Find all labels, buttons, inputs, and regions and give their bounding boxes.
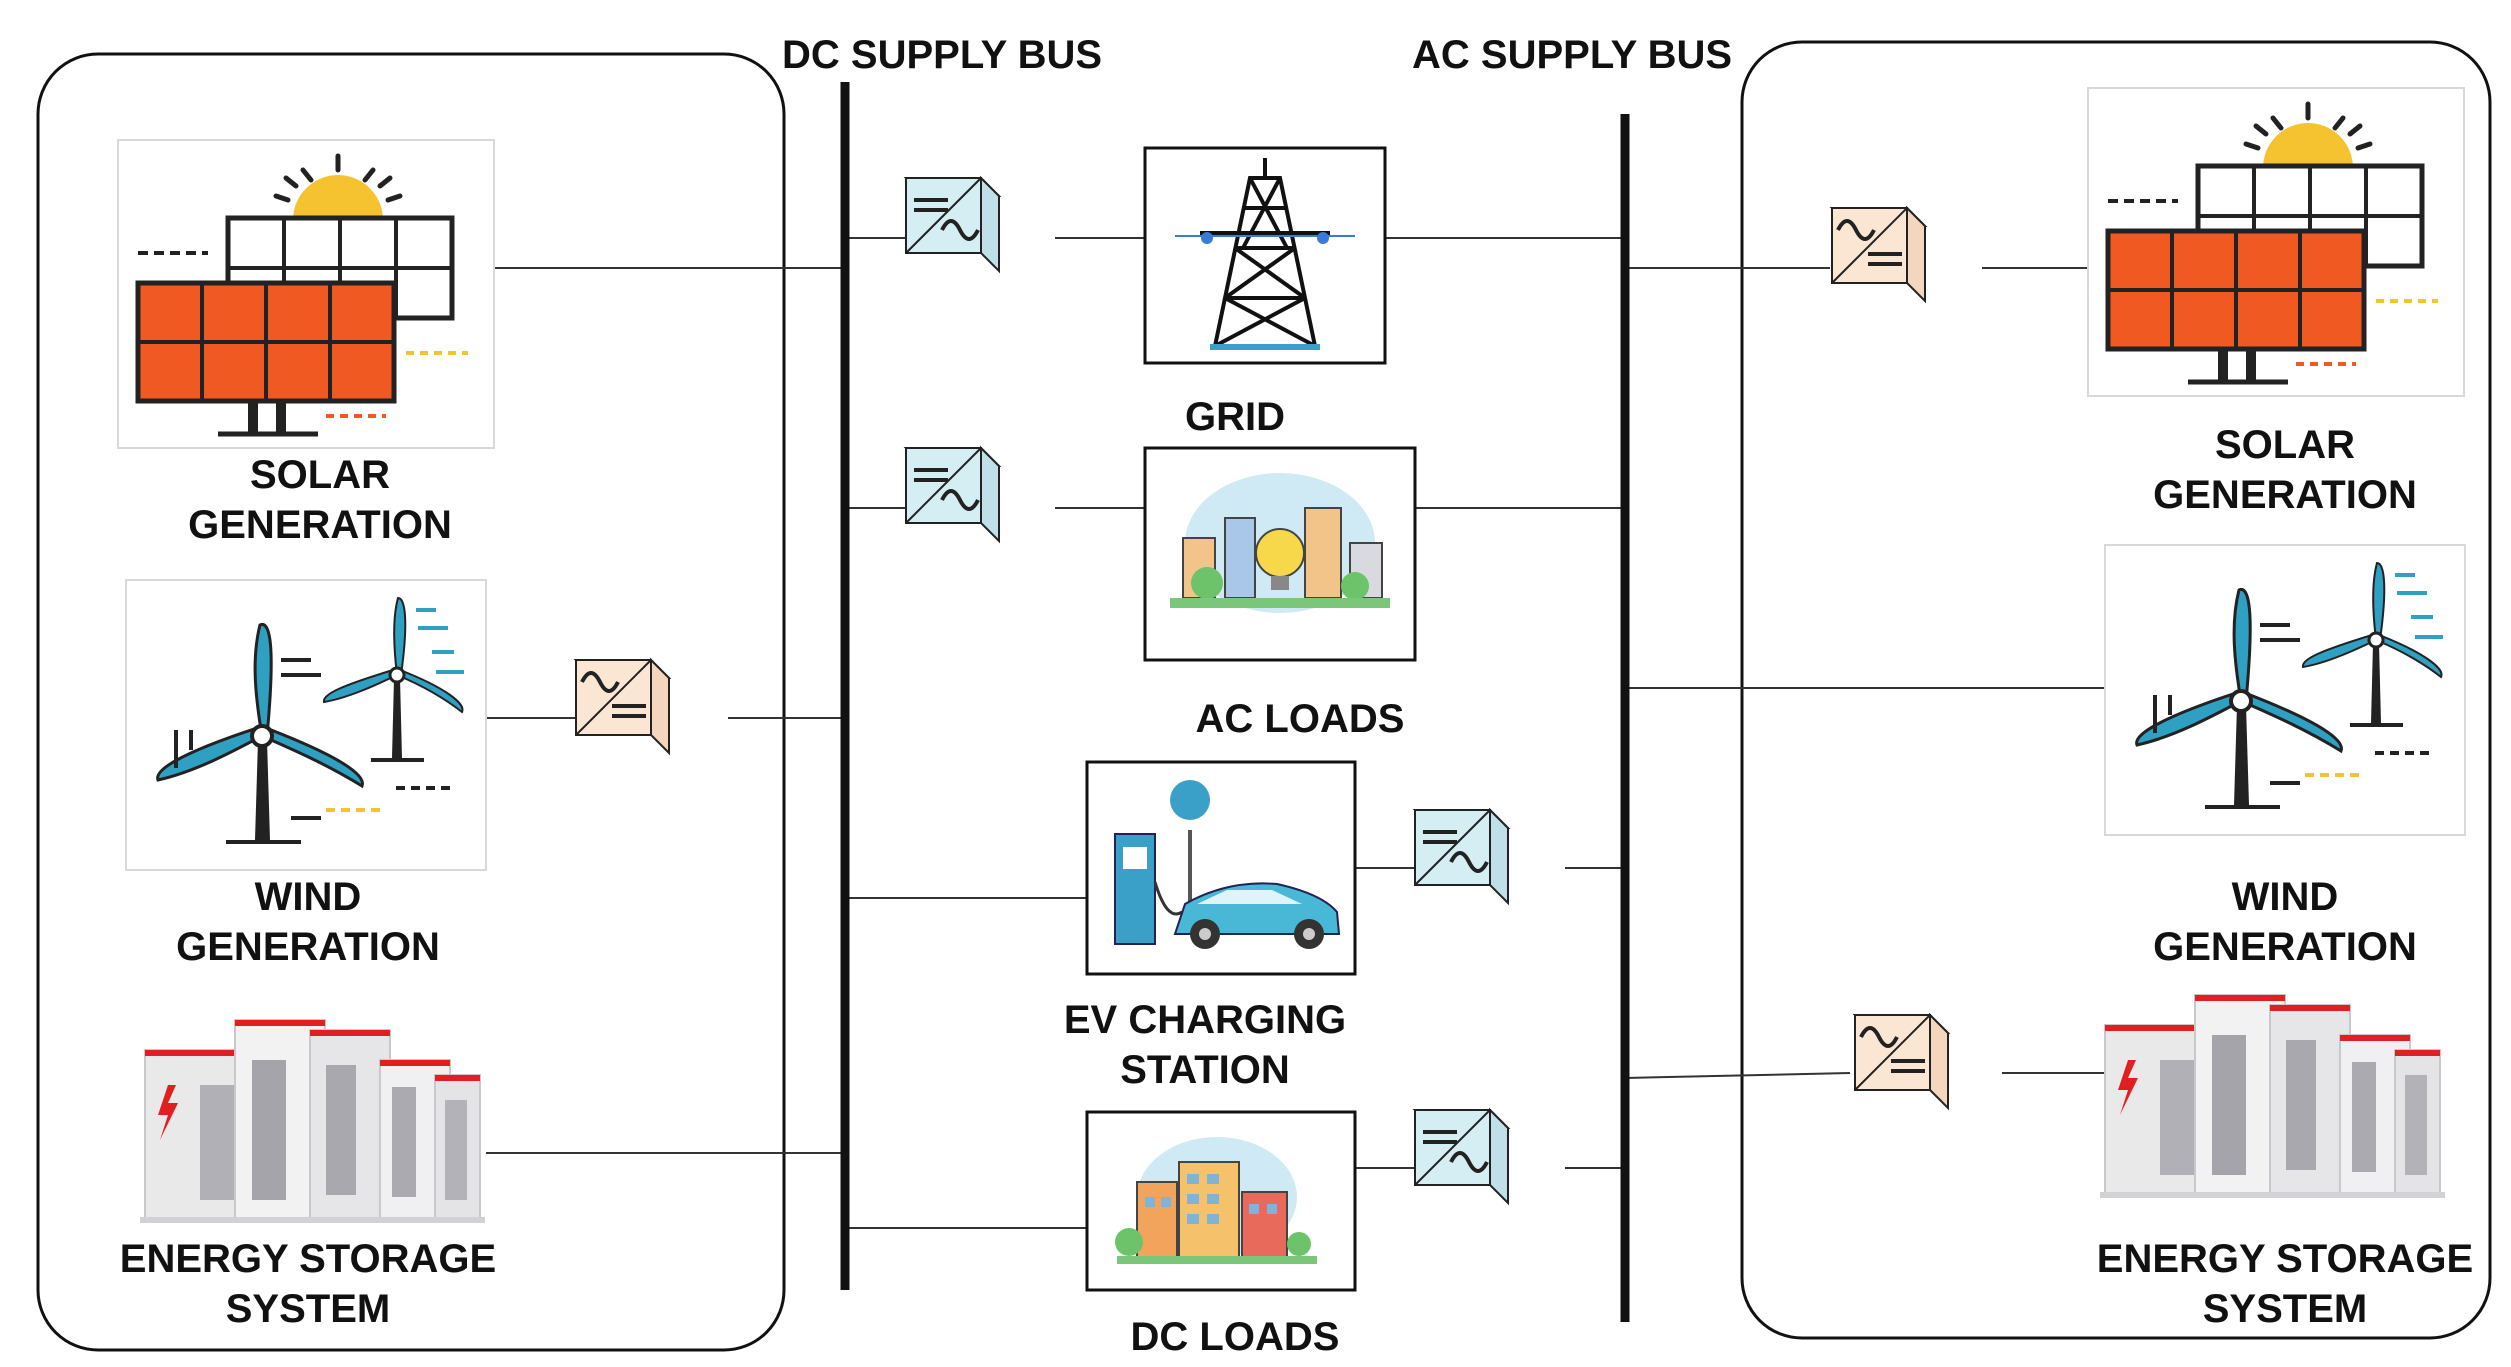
ac-dc-converter-right-storage: [1853, 1013, 1950, 1110]
ac-loads-image: [1143, 446, 1417, 662]
ev-charging-image: [1085, 760, 1357, 976]
transmission-tower-icon: [1175, 158, 1355, 348]
ac-bus-label: AC SUPPLY BUS: [1412, 33, 1733, 77]
grid-label: GRID: [1185, 395, 1285, 439]
right-wind-image: [2104, 544, 2466, 836]
left-solar-image: [117, 139, 495, 449]
dc-ac-converter-grid: [904, 176, 1001, 273]
grid-image: [1143, 146, 1387, 365]
connection-lines: [486, 237, 2105, 1229]
right-storage-image: [2099, 994, 2446, 1199]
left-storage-image: [139, 1019, 486, 1224]
right-panel-frame: [1740, 40, 2492, 1340]
dc-ac-converter-ev: [1413, 808, 1510, 905]
ac-dc-converter-right-solar: [1830, 206, 1927, 303]
left-panel-frame: [36, 52, 786, 1352]
right-solar-image: [2087, 87, 2465, 397]
dc-ac-converter-ac-loads: [904, 446, 1001, 543]
dc-loads-image: [1085, 1110, 1357, 1292]
left-wind-image: [125, 579, 487, 871]
dc-bus-label: DC SUPPLY BUS: [782, 33, 1103, 77]
dc-ac-converter-dc-loads: [1413, 1108, 1510, 1205]
ac-loads-label: AC LOADS: [1195, 697, 1405, 741]
dc-loads-label: DC LOADS: [1130, 1315, 1340, 1359]
ac-dc-converter-left-wind: [574, 658, 671, 755]
